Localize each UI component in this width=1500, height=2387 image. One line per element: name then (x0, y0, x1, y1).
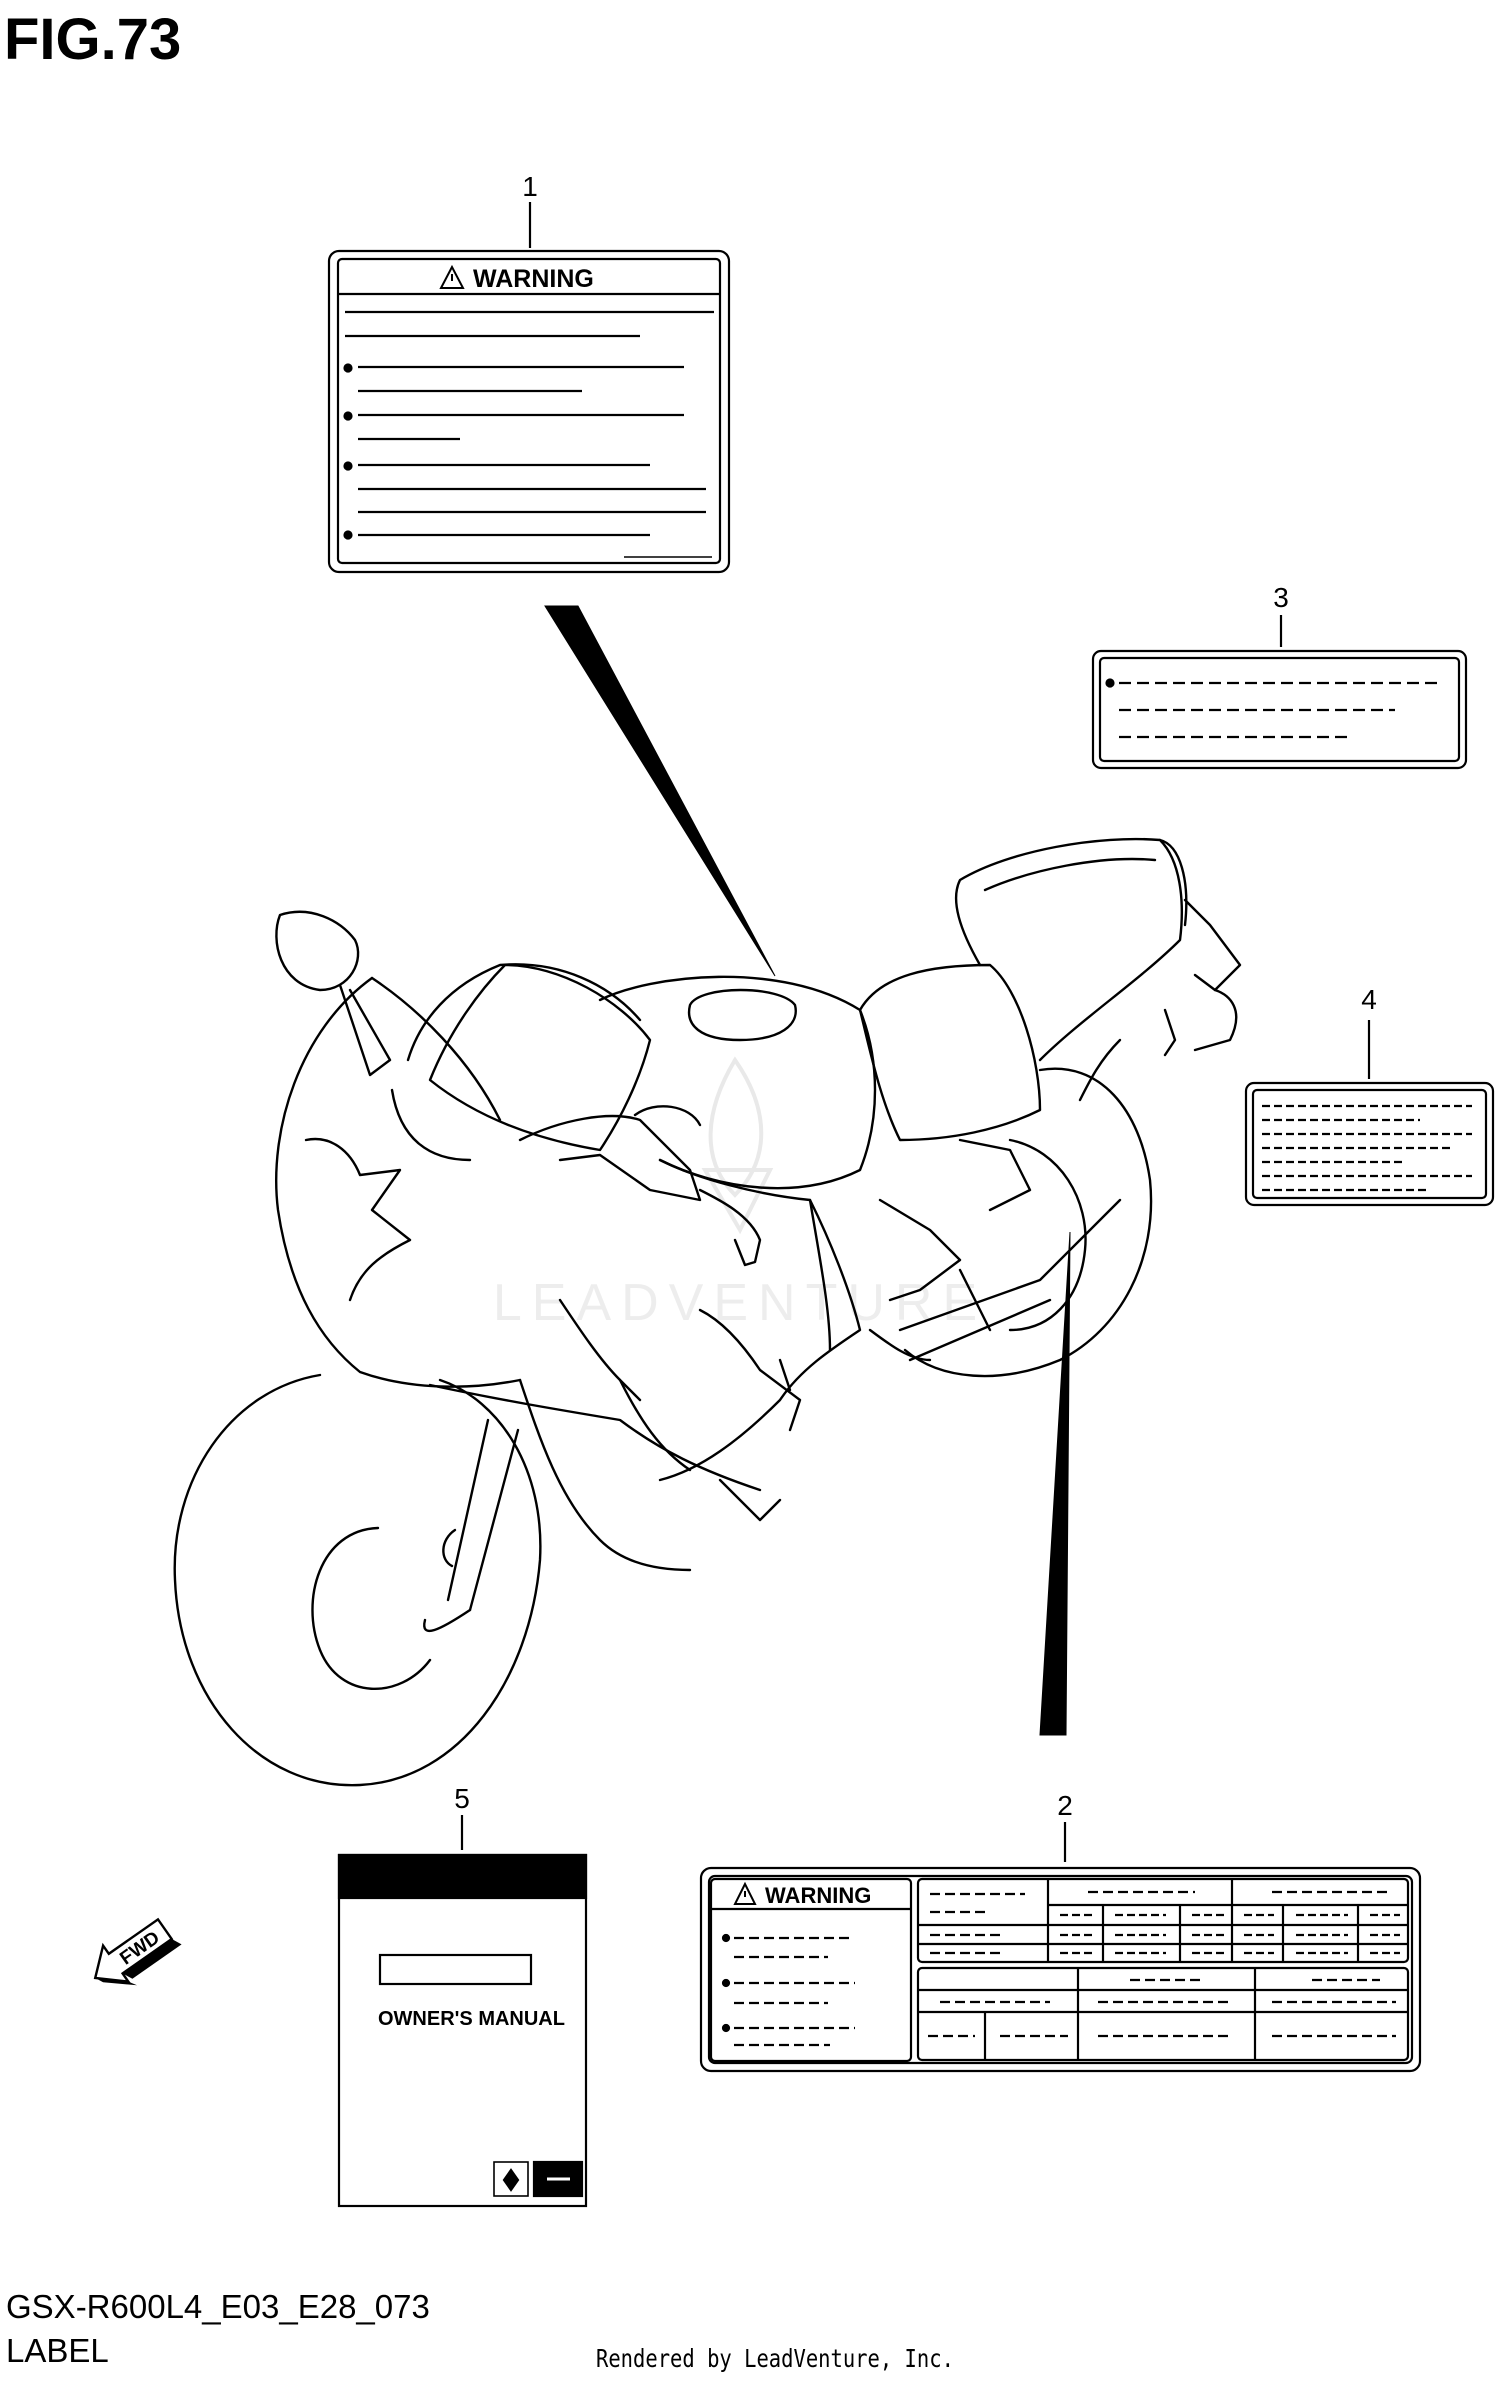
model-code: GSX-R600L4_E03_E28_073 (6, 2288, 430, 2325)
callout-5: 5 (454, 1783, 470, 1814)
callout-4: 4 (1361, 984, 1377, 1015)
label-2-warning-title: WARNING (765, 1883, 871, 1908)
label-2-warning-table (699, 1822, 1422, 2073)
watermark-text: LEADVENTURE (493, 1274, 987, 1332)
fwd-arrow-icon: FWD (93, 1917, 182, 1986)
watermark: LEADVENTURE (493, 1056, 987, 1332)
callout-2: 2 (1057, 1790, 1073, 1821)
figure-title: FIG.73 (4, 7, 182, 72)
rendered-by-credit: Rendered by LeadVenture, Inc. (596, 2344, 954, 2373)
label-4 (1244, 1020, 1495, 1207)
section-name: LABEL (6, 2332, 109, 2369)
label-5-manual-title: OWNER'S MANUAL (378, 2008, 565, 2030)
label-1-warning-title: WARNING (473, 265, 594, 293)
callout-3: 3 (1273, 582, 1289, 613)
pointer-label-2 (1039, 1231, 1071, 1736)
pointer-label-1 (544, 605, 776, 977)
callout-1: 1 (522, 171, 538, 202)
label-1-warning (327, 202, 731, 574)
label-3 (1091, 615, 1468, 770)
label-5-owners-manual (337, 1815, 588, 2208)
motorcycle-illustration (173, 837, 1242, 1787)
